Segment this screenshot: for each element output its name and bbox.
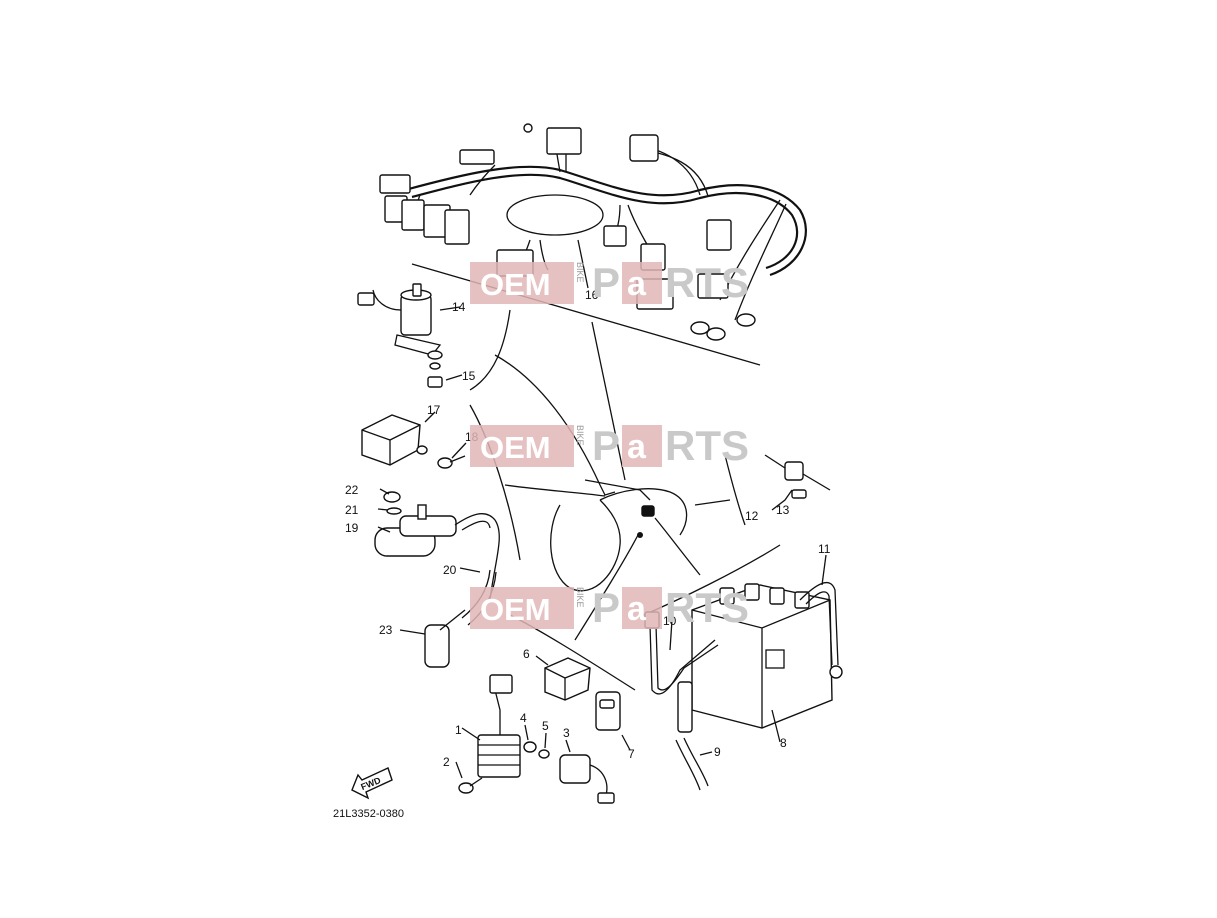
watermark-bike: BIKE xyxy=(575,587,585,608)
watermark-2: OEM BIKE P a RTS xyxy=(470,422,749,469)
callout-8: 8 xyxy=(780,736,787,750)
callout-17: 17 xyxy=(427,403,441,417)
callout-13: 13 xyxy=(776,503,790,517)
watermark-rts: RTS xyxy=(665,584,749,631)
fuse-12-13 xyxy=(764,454,831,499)
callout-3: 3 xyxy=(563,726,570,740)
callout-11: 11 xyxy=(818,542,831,556)
nut-washer xyxy=(523,741,550,759)
callout-1: 1 xyxy=(455,723,462,737)
cable-11 xyxy=(799,581,843,679)
callout-10: 10 xyxy=(663,614,677,628)
relay-6 xyxy=(544,657,591,701)
leader-lines xyxy=(494,321,731,641)
callout-21: 21 xyxy=(345,503,359,517)
watermark-a: a xyxy=(627,590,647,628)
unit-7 xyxy=(595,691,621,731)
callout-7: 7 xyxy=(628,747,635,761)
diagram-code: 21L3352-0380 xyxy=(333,808,404,820)
main-switch xyxy=(357,283,442,356)
callout-16: 16 xyxy=(585,288,599,302)
callout-19: 19 xyxy=(345,521,359,535)
callout-5: 5 xyxy=(542,719,549,733)
ignition-coil xyxy=(374,491,500,601)
callout-leaders xyxy=(377,239,827,779)
screw-18 xyxy=(437,455,466,469)
relay-17 xyxy=(361,414,428,466)
watermark-rts: RTS xyxy=(665,422,749,469)
watermark-p: P xyxy=(592,422,620,469)
harness-loop xyxy=(506,194,604,236)
watermark-rts: RTS xyxy=(665,259,749,306)
watermark-3: OEM BIKE P a RTS xyxy=(470,584,749,631)
watermark-a: a xyxy=(627,265,647,303)
breather-hose-9 xyxy=(675,737,709,791)
callout-20: 20 xyxy=(443,563,457,577)
watermark-p: P xyxy=(592,259,620,306)
watermark-oem: OEM xyxy=(480,267,551,302)
watermark-oem: OEM xyxy=(480,430,551,465)
callout-2: 2 xyxy=(443,755,450,769)
starter-relay-3 xyxy=(559,754,615,804)
watermark-1: OEM BIKE P a RTS xyxy=(470,259,749,306)
fwd-arrow-icon xyxy=(351,767,393,800)
callout-6: 6 xyxy=(523,647,530,661)
frame-outline xyxy=(550,479,688,592)
callout-4: 4 xyxy=(520,711,527,725)
battery-8 xyxy=(691,583,833,729)
bolt-15 xyxy=(427,350,443,388)
callout-12: 12 xyxy=(745,509,759,523)
watermark-oem: OEM xyxy=(480,592,551,627)
callout-23: 23 xyxy=(379,623,393,637)
harness-connectors xyxy=(379,123,756,341)
callout-15: 15 xyxy=(462,369,476,383)
watermark-bike: BIKE xyxy=(575,425,585,446)
watermark-bike: BIKE xyxy=(575,262,585,283)
watermark-a: a xyxy=(627,428,647,466)
callout-22: 22 xyxy=(345,483,359,497)
screw-2 xyxy=(458,777,483,794)
callout-9: 9 xyxy=(714,745,721,759)
rectifier-1 xyxy=(477,674,521,778)
callout-14: 14 xyxy=(452,300,466,314)
watermark-p: P xyxy=(592,584,620,631)
